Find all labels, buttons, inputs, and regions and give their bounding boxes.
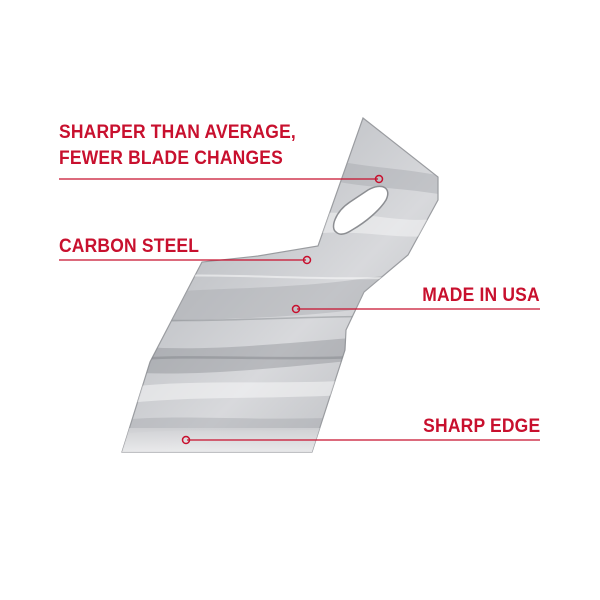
callout-made-in-usa: MADE IN USA [422, 285, 540, 306]
callout-dot-sharper [374, 174, 384, 184]
callout-carbon-steel: CARBON STEEL [59, 236, 200, 257]
callout-sharper-line1: SHARPER THAN AVERAGE, [59, 122, 296, 143]
callout-dot-carbon [302, 255, 312, 265]
callout-dot-made [291, 304, 301, 314]
callout-lines [59, 174, 540, 445]
callout-sharp-edge: SHARP EDGE [422, 416, 540, 437]
callout-dot-edge [181, 435, 191, 445]
callout-sharper-line2: FEWER BLADE CHANGES [59, 148, 283, 169]
callout-sharper: SHARPER THAN AVERAGE, FEWER BLADE CHANGE… [59, 120, 296, 172]
blade-slot [332, 185, 389, 235]
